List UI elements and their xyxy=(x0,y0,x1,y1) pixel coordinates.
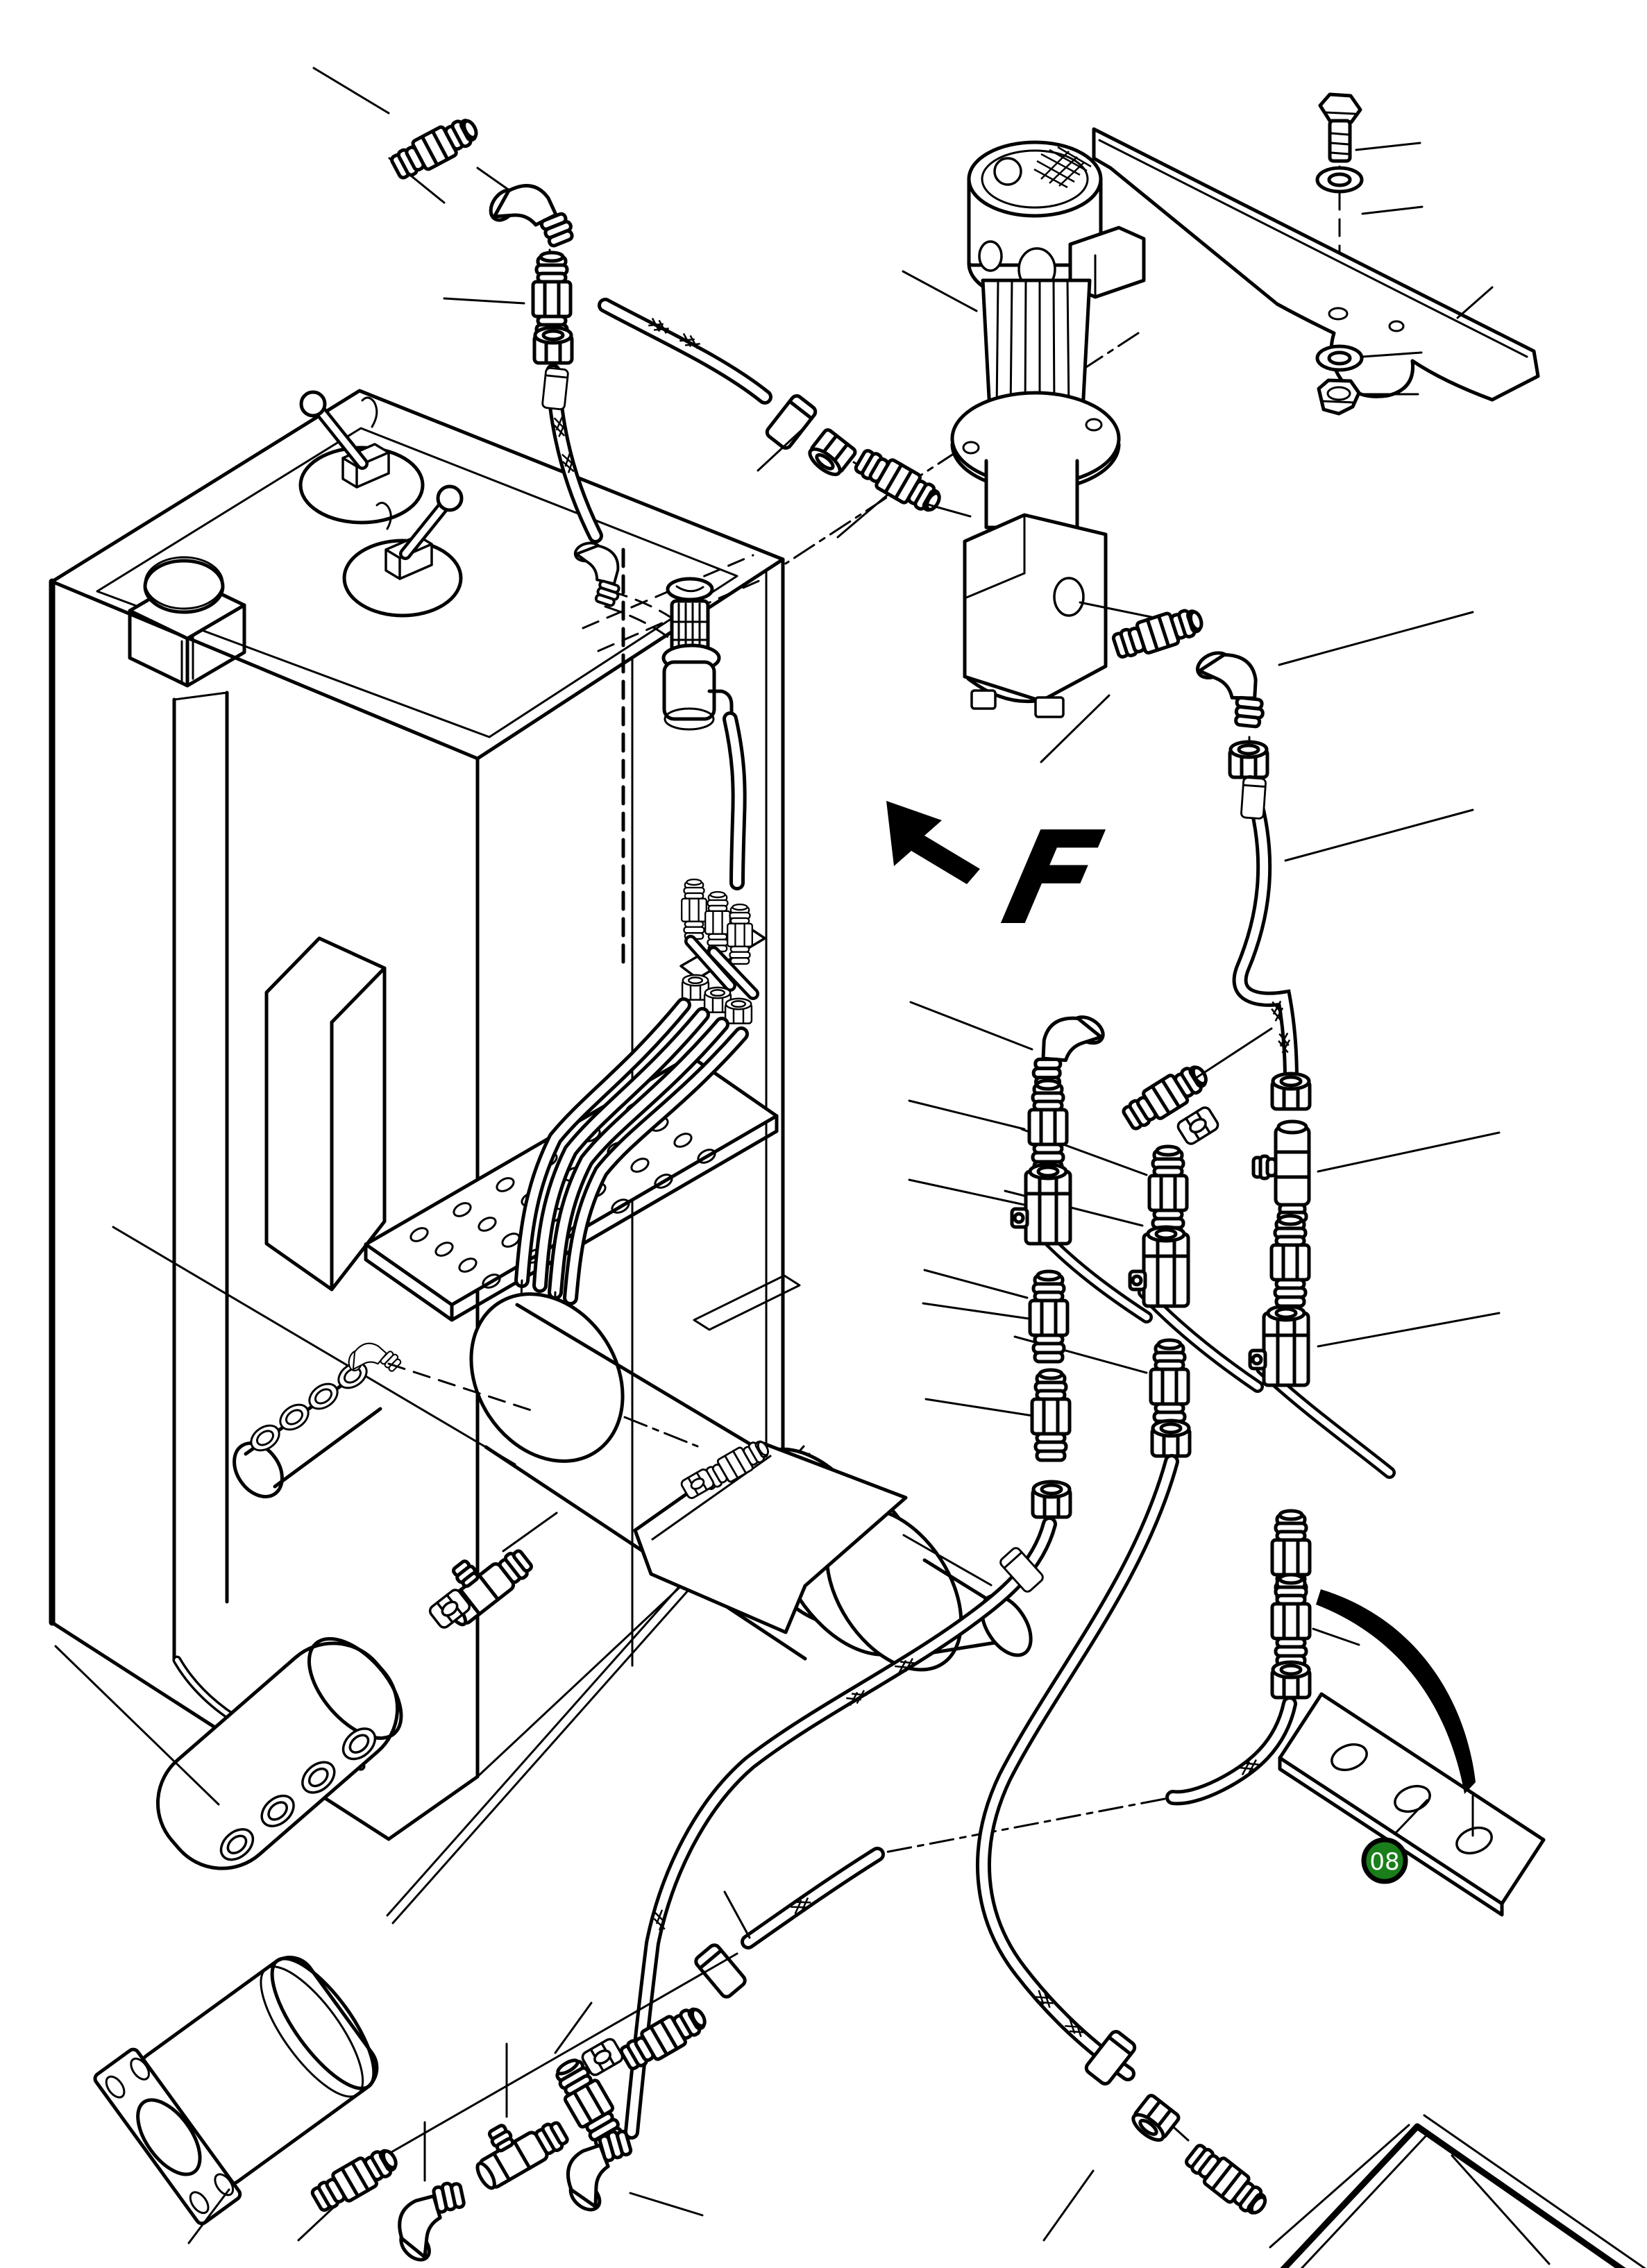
elbow-fitting xyxy=(480,171,575,262)
filter-housing-flange xyxy=(93,1956,379,2244)
callout-badge-08[interactable]: 08 xyxy=(1361,1837,1408,1884)
internal-hoses xyxy=(514,997,749,1389)
breather-valve-rear xyxy=(298,390,425,525)
internal-port-manifold xyxy=(233,1328,532,1498)
baffle-block xyxy=(264,936,387,1292)
assembly-arrow xyxy=(1316,1589,1476,1794)
view-label-f: F xyxy=(886,801,1113,954)
view-direction-arrow xyxy=(886,801,980,884)
mounting-bar-three-holes xyxy=(1278,1589,1546,1917)
badge-number: 08 xyxy=(1369,1848,1399,1876)
valve-chain-right xyxy=(694,1074,1501,1999)
valve-chain-left xyxy=(624,1001,1153,2140)
valve-chain-middle xyxy=(976,1027,1410,2249)
flat-washer-upper xyxy=(1317,168,1362,192)
breather-valve-front xyxy=(342,484,464,618)
view-label-text: F xyxy=(991,804,1113,954)
pump-outlet-chain xyxy=(1040,604,1474,1088)
filter-fitting-chain xyxy=(297,1952,738,2267)
hex-nut xyxy=(1317,378,1361,416)
suction-hose xyxy=(598,298,972,539)
hex-bolt xyxy=(1318,92,1362,163)
suction-strainer xyxy=(661,577,747,890)
badge-circle xyxy=(1361,1837,1408,1884)
tank-return-fitting-chain xyxy=(312,67,687,647)
access-panel-corner xyxy=(1280,2114,1646,2268)
tank-hatch-plate xyxy=(623,1416,908,1634)
flat-washer-lower xyxy=(1317,346,1362,370)
motor-pump-unit xyxy=(902,140,1197,718)
bracket-assembly xyxy=(1092,92,1540,416)
internal-valve-manifold xyxy=(514,878,766,1389)
mounting-bracket-plate xyxy=(1092,127,1540,402)
port-manifold xyxy=(54,1512,558,1870)
filler-cap-block xyxy=(128,556,246,688)
